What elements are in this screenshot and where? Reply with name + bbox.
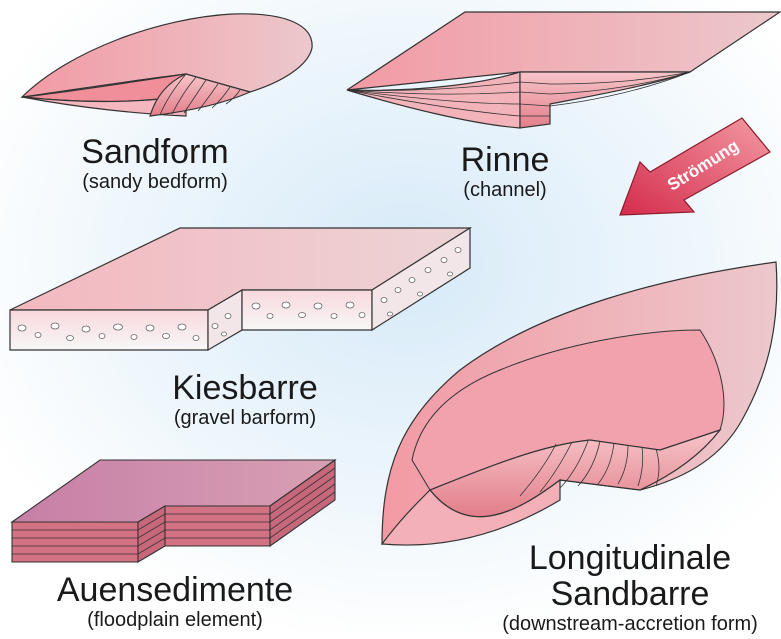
- auensedimente-name: Auensedimente: [50, 572, 300, 608]
- rinne-label: Rinne (channel): [430, 142, 580, 202]
- sandbarre-subtitle: (downstream-accretion form): [480, 612, 780, 636]
- kiesbarre-label: Kiesbarre (gravel barform): [130, 370, 360, 430]
- sandbarre-label: Longitudinale Sandbarre (downstream-accr…: [480, 540, 780, 636]
- sandbarre-name-line1: Longitudinale: [480, 540, 780, 576]
- kiesbarre-subtitle: (gravel barform): [130, 406, 360, 430]
- sandbarre-name-line2: Sandbarre: [480, 576, 780, 612]
- rinne-name: Rinne: [430, 142, 580, 178]
- auensedimente-label: Auensedimente (floodplain element): [50, 572, 300, 632]
- kiesbarre-name: Kiesbarre: [130, 370, 360, 406]
- rinne-subtitle: (channel): [430, 178, 580, 202]
- sandform-label: Sandform (sandy bedform): [40, 134, 270, 194]
- sandform-subtitle: (sandy bedform): [40, 170, 270, 194]
- sandform-name: Sandform: [40, 134, 270, 170]
- auensedimente-subtitle: (floodplain element): [50, 608, 300, 632]
